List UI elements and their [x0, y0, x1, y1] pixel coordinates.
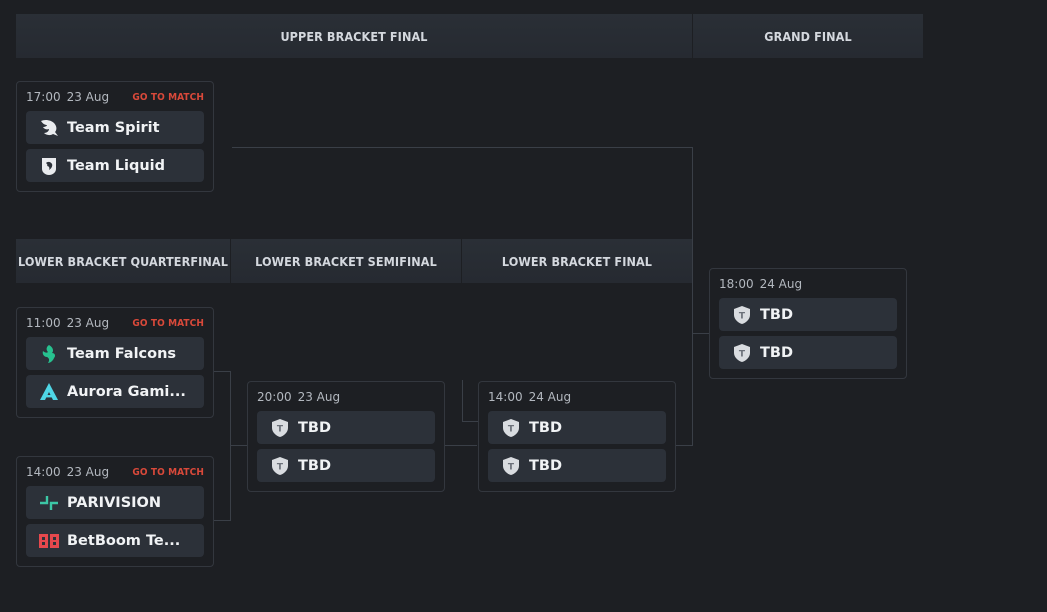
parivision-logo-icon [38, 492, 60, 514]
svg-text:T: T [739, 311, 746, 321]
connector-line [692, 333, 709, 334]
team-name: BetBoom Te... [67, 532, 181, 549]
match-date: 23 Aug [66, 90, 110, 104]
team-liquid-logo-icon [38, 155, 60, 177]
match-meta: 17:00 23 Aug GO TO MATCH [26, 88, 204, 106]
tbd-shield-icon: T [500, 455, 522, 477]
match-meta: 11:00 23 Aug GO TO MATCH [26, 314, 204, 332]
team-name: Aurora Gami... [67, 383, 186, 400]
match-date: 23 Aug [297, 390, 341, 404]
team-name: TBD [760, 344, 793, 361]
team-row[interactable]: PARIVISION [26, 486, 204, 519]
connector-line [214, 520, 231, 521]
connector-line [214, 371, 230, 372]
team-row[interactable]: Aurora Gami... [26, 375, 204, 408]
aurora-logo-icon [38, 381, 60, 403]
connector-line [676, 445, 693, 446]
svg-text:T: T [508, 424, 515, 434]
team-name: Team Falcons [67, 345, 177, 362]
connector-line [445, 445, 477, 446]
header-label: LOWER BRACKET SEMIFINAL [255, 253, 437, 269]
match-time: 17:00 [26, 90, 61, 104]
match-card-lower-bracket-final[interactable]: 14:00 24 Aug T TBD T TBD [478, 381, 676, 492]
connector-line [462, 380, 463, 421]
match-time: 14:00 [488, 390, 523, 404]
team-row[interactable]: T TBD [257, 411, 435, 444]
go-to-match-link[interactable]: GO TO MATCH [132, 466, 204, 478]
header-label: UPPER BRACKET FINAL [280, 28, 428, 44]
team-name: TBD [298, 419, 331, 436]
tbd-shield-icon: T [269, 455, 291, 477]
match-card-lower-bracket-quarterfinal-1[interactable]: 11:00 23 Aug GO TO MATCH Team Falcons Au… [16, 307, 214, 418]
header-label: LOWER BRACKET FINAL [501, 253, 653, 269]
match-time: 20:00 [257, 390, 292, 404]
header-upper-bracket-final: UPPER BRACKET FINAL [16, 14, 692, 58]
match-date: 24 Aug [528, 390, 572, 404]
match-meta: 14:00 24 Aug [488, 388, 666, 406]
go-to-match-link[interactable]: GO TO MATCH [132, 91, 204, 103]
team-row[interactable]: T TBD [488, 411, 666, 444]
match-card-lower-bracket-quarterfinal-2[interactable]: 14:00 23 Aug GO TO MATCH PARIVISION BetB… [16, 456, 214, 567]
svg-text:T: T [277, 424, 284, 434]
team-name: Team Spirit [67, 119, 160, 136]
connector-line [692, 147, 693, 445]
connector-line [230, 445, 247, 446]
svg-text:T: T [277, 462, 284, 472]
team-row[interactable]: Team Liquid [26, 149, 204, 182]
match-date: 23 Aug [66, 316, 110, 330]
header-lower-bracket-final: LOWER BRACKET FINAL [462, 239, 692, 283]
svg-text:T: T [508, 462, 515, 472]
match-card-lower-bracket-semifinal[interactable]: 20:00 23 Aug T TBD T TBD [247, 381, 445, 492]
team-name: TBD [529, 457, 562, 474]
team-row[interactable]: Team Falcons [26, 337, 204, 370]
connector-line [232, 147, 693, 148]
svg-text:T: T [739, 349, 746, 359]
header-label: GRAND FINAL [764, 28, 852, 44]
team-name: TBD [760, 306, 793, 323]
match-time: 18:00 [719, 277, 754, 291]
team-row[interactable]: T TBD [488, 449, 666, 482]
match-meta: 14:00 23 Aug GO TO MATCH [26, 463, 204, 481]
team-row[interactable]: T TBD [257, 449, 435, 482]
team-row[interactable]: Team Spirit [26, 111, 204, 144]
team-falcons-logo-icon [38, 343, 60, 365]
team-name: TBD [529, 419, 562, 436]
header-label: LOWER BRACKET QUARTERFINAL [18, 253, 228, 269]
team-row[interactable]: T TBD [719, 298, 897, 331]
tbd-shield-icon: T [500, 417, 522, 439]
tbd-shield-icon: T [731, 342, 753, 364]
team-spirit-logo-icon [38, 117, 60, 139]
match-date: 23 Aug [66, 465, 110, 479]
match-card-upper-bracket-final[interactable]: 17:00 23 Aug GO TO MATCH Team Spirit Tea… [16, 81, 214, 192]
match-time: 14:00 [26, 465, 61, 479]
team-row[interactable]: T TBD [719, 336, 897, 369]
header-lower-bracket-semifinal: LOWER BRACKET SEMIFINAL [231, 239, 461, 283]
match-card-grand-final[interactable]: 18:00 24 Aug T TBD T TBD [709, 268, 907, 379]
match-date: 24 Aug [759, 277, 803, 291]
go-to-match-link[interactable]: GO TO MATCH [132, 317, 204, 329]
team-name: PARIVISION [67, 494, 161, 511]
match-meta: 20:00 23 Aug [257, 388, 435, 406]
match-time: 11:00 [26, 316, 61, 330]
betboom-logo-icon [38, 530, 60, 552]
team-name: Team Liquid [67, 157, 166, 174]
header-lower-bracket-quarterfinal: LOWER BRACKET QUARTERFINAL [16, 239, 230, 283]
connector-line [462, 421, 478, 422]
team-row[interactable]: BetBoom Te... [26, 524, 204, 557]
team-name: TBD [298, 457, 331, 474]
match-meta: 18:00 24 Aug [719, 275, 897, 293]
tbd-shield-icon: T [269, 417, 291, 439]
tbd-shield-icon: T [731, 304, 753, 326]
header-grand-final: GRAND FINAL [693, 14, 923, 58]
